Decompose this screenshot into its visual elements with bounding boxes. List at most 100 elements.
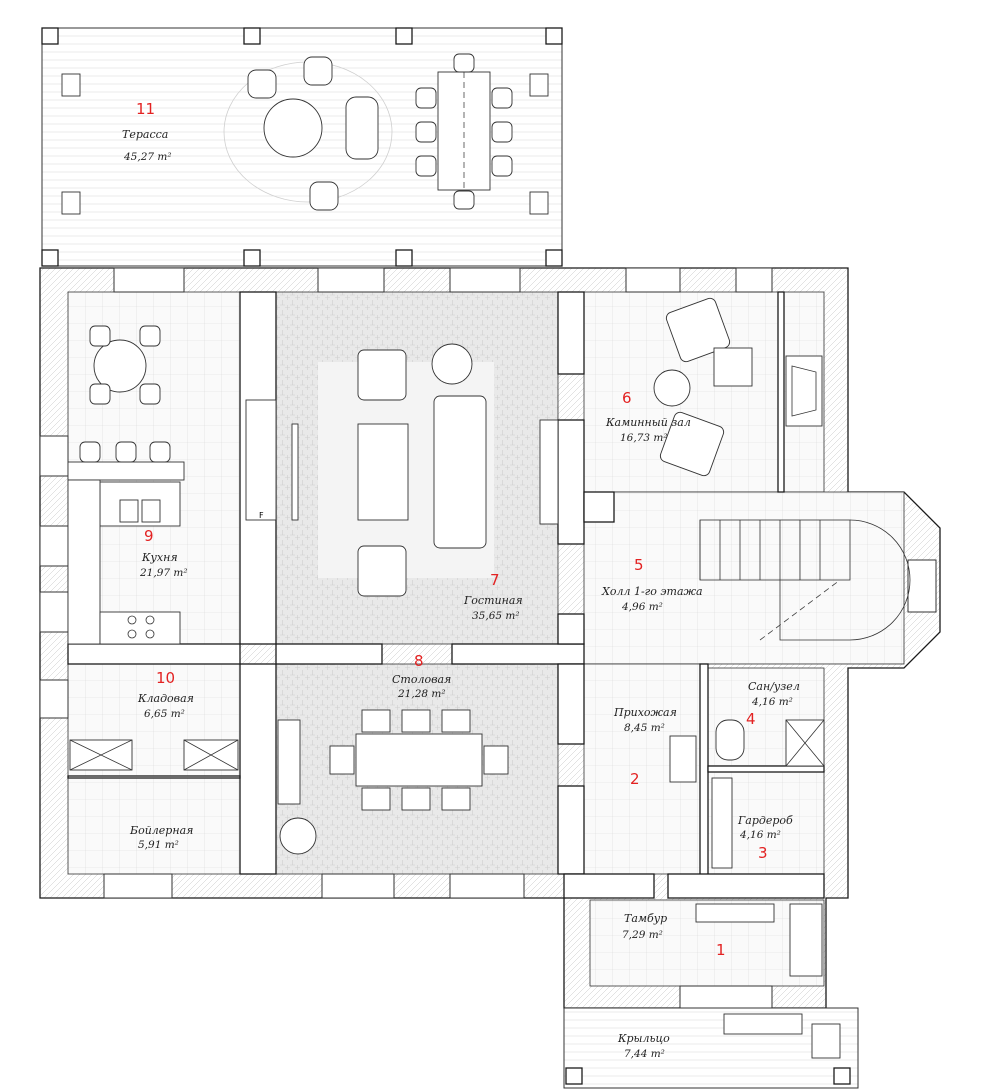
terrace-post [243,249,261,267]
boiler-floor [67,777,241,875]
porch [563,1007,859,1089]
toilet [715,719,745,761]
room-area: 21,28 m² [397,688,446,700]
chair [415,87,437,109]
counter [67,479,101,645]
side-table [431,343,473,385]
fireplace-furniture [653,297,823,477]
room-labels: 1 Тамбур 7,29 m² 2 Прихожая 8,45 m² 3 Га… [122,100,800,1060]
room-area: 4,16 m² [751,696,793,708]
armchair [357,349,407,401]
wall [451,643,585,665]
room-name: Гардероб [737,814,793,827]
wall [557,613,585,645]
wall [667,873,825,899]
room-area: 45,27 m² [123,151,172,163]
kitchen-furniture: F [67,325,277,645]
sideboard [277,719,301,805]
chair [415,121,437,143]
fireplace [785,355,823,427]
terrace-post [395,27,413,45]
cabinet [539,419,559,525]
room-area: 8,45 m² [624,722,665,734]
island [99,481,181,527]
chair [453,53,475,73]
coffee-table [357,423,409,521]
storage-furniture [69,719,825,977]
living-furniture [291,343,559,597]
armchair [357,545,407,597]
planter [61,73,81,97]
wall [239,663,277,875]
wall [275,643,383,665]
terrace-post [41,27,59,45]
room-name: Крыльцо [617,1032,670,1045]
staircase [699,519,911,641]
terrace [41,27,563,267]
room-name: Прихожая [613,706,677,719]
round-table [263,98,323,158]
chair [415,155,437,177]
room-area: 35,65 m² [472,610,520,622]
armchair [247,69,277,99]
armchair [303,56,333,86]
terrace-post [243,27,261,45]
wall [557,663,585,745]
stove-counter [99,611,181,645]
room-number: 6 [622,389,632,407]
room-area: 7,44 m² [624,1048,665,1060]
plant-table [279,817,317,855]
room-number: 3 [758,844,768,862]
room-number: 9 [144,527,154,545]
cabinet [789,903,823,977]
bar-counter [67,461,185,481]
room-area: 16,73 m² [620,432,668,444]
shelf [695,903,775,923]
wall [67,775,241,779]
dining-table [355,733,483,787]
room-name: Каминный зал [605,416,691,429]
room-area: 4,16 m² [739,829,781,841]
room-number: 10 [156,669,175,687]
armchair [309,181,339,211]
room-name: Терасса [122,128,168,141]
room-name: Бойлерная [129,824,193,837]
bench [669,735,697,783]
wall [707,765,825,773]
room-number: 2 [630,770,640,788]
room-number: 1 [716,941,726,959]
terrace-post [545,27,563,45]
room-name: Тамбур [624,912,667,925]
wall [67,643,241,665]
room-name: Холл 1-го этажа [601,585,703,598]
dining-furniture [277,709,509,855]
room-number: 8 [414,652,424,670]
sofa [345,96,379,160]
planter [529,73,549,97]
room-area: 21,97 m² [139,567,188,579]
wall [777,291,785,493]
room-number: 11 [136,100,155,118]
room-area: 6,65 m² [144,708,185,720]
wall [583,491,615,523]
room-number: 7 [490,571,500,589]
room-area: 5,91 m² [138,839,179,851]
room-area: 4,96 m² [621,601,663,613]
chair [491,155,513,177]
room-name: Гостиная [463,594,523,607]
room-number: 4 [746,710,756,728]
wall [557,291,585,375]
chair [491,87,513,109]
kitchen-table [93,339,147,393]
planter [529,191,549,215]
windows [39,267,937,1009]
dining-table-terrace [437,71,491,191]
planter [61,191,81,215]
terrace-post [545,249,563,267]
chair [453,190,475,210]
wall [563,873,655,899]
terrace-post [395,249,413,267]
fridge-mark: F [259,511,264,520]
fridge-cabinet [245,399,277,521]
hall-floor [583,491,905,665]
